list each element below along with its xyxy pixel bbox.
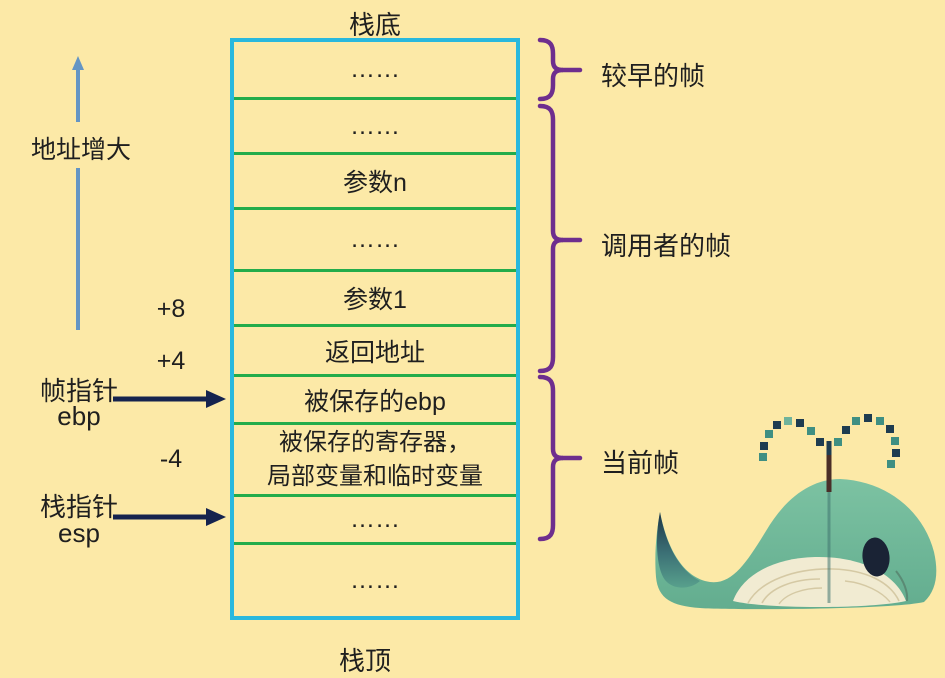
stack-box: …… …… 参数n …… 参数1 返回地址 被保存的ebp 被保存的寄存器， 局… bbox=[230, 38, 520, 620]
address-increase-arrow-icon bbox=[72, 56, 84, 330]
cell-text: …… bbox=[350, 55, 400, 83]
cell-text: 被保存的ebp bbox=[304, 387, 446, 416]
whale-icon bbox=[655, 414, 937, 610]
stack-cell-saved-ebp: 被保存的ebp bbox=[234, 377, 516, 425]
stack-cell-param-1: 参数1 bbox=[234, 272, 516, 327]
earlier-frames-brace bbox=[537, 37, 583, 102]
whale-spout bbox=[759, 414, 900, 492]
offset-minus4-label: -4 bbox=[159, 445, 183, 473]
whale-eye bbox=[862, 537, 890, 577]
stack-bottom-label: 栈底 bbox=[348, 10, 401, 40]
stack-cell-ellipsis-1: …… bbox=[234, 42, 516, 100]
frame-pointer-label: 帧指针 bbox=[39, 376, 118, 406]
caller-frame-brace bbox=[537, 103, 583, 374]
whale-belly-arc bbox=[747, 568, 900, 604]
cell-text-line2: 局部变量和临时变量 bbox=[267, 462, 483, 490]
stack-pointer-register: esp bbox=[58, 518, 100, 548]
stack-top-label: 栈顶 bbox=[338, 646, 391, 676]
current-frame-brace bbox=[537, 374, 583, 542]
current-frame-label: 当前帧 bbox=[601, 448, 680, 478]
cell-text: 参数1 bbox=[343, 286, 407, 314]
stack-cell-return-address: 返回地址 bbox=[234, 327, 516, 377]
offset-plus4-label: +4 bbox=[156, 347, 186, 375]
cell-text-line1: 被保存的寄存器， bbox=[279, 428, 471, 456]
whale-belly-arc bbox=[844, 580, 891, 603]
frame-pointer-register: ebp bbox=[57, 401, 101, 431]
caller-frame-label: 调用者的帧 bbox=[601, 231, 732, 261]
whale-belly bbox=[733, 556, 906, 607]
stack-cell-ellipsis-4: …… bbox=[234, 497, 516, 545]
cell-text: 参数n bbox=[343, 169, 407, 197]
cell-text: …… bbox=[350, 111, 400, 140]
stack-cell-ellipsis-2: …… bbox=[234, 100, 516, 155]
whale-jaw-shadow bbox=[895, 570, 909, 602]
stack-cell-saved-registers: 被保存的寄存器， 局部变量和临时变量 bbox=[234, 425, 516, 497]
whale-belly-arc bbox=[778, 587, 823, 605]
stack-cell-ellipsis-5: …… bbox=[234, 545, 516, 616]
whale-tail bbox=[657, 512, 700, 588]
whale-body-group bbox=[655, 479, 937, 610]
stack-cell-ellipsis-3: …… bbox=[234, 210, 516, 272]
stack-pointer-label: 栈指针 bbox=[39, 492, 118, 522]
address-increase-label: 地址增大 bbox=[30, 136, 131, 164]
cell-text: …… bbox=[350, 566, 400, 594]
offset-plus8-label: +8 bbox=[156, 295, 186, 323]
whale-belly-arc bbox=[761, 578, 821, 604]
earlier-frames-label: 较早的帧 bbox=[601, 61, 706, 91]
cell-text: …… bbox=[350, 225, 400, 253]
cell-text: …… bbox=[350, 505, 400, 533]
stack-cell-param-n: 参数n bbox=[234, 155, 516, 210]
cell-text: 返回地址 bbox=[324, 338, 425, 367]
